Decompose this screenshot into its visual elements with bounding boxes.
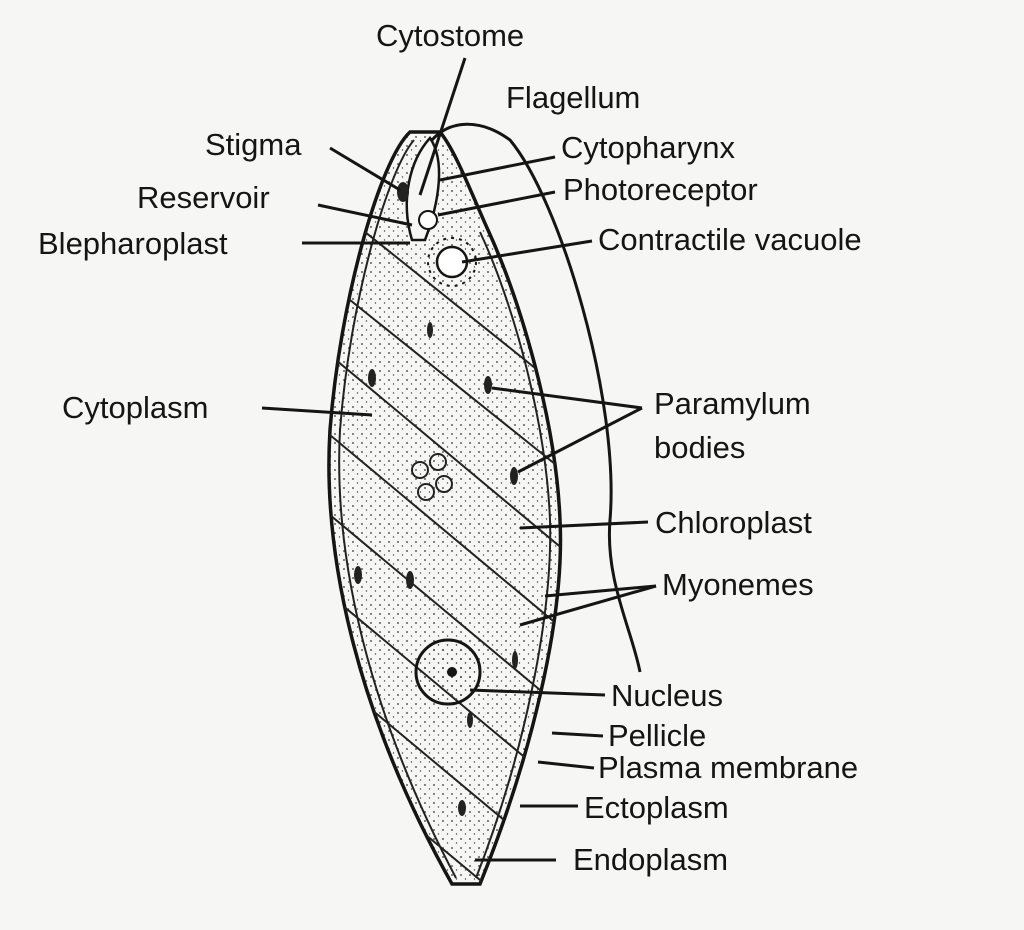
label-nucleus: Nucleus	[611, 678, 723, 713]
stigma-shape	[397, 182, 409, 202]
label-pellicle: Pellicle	[608, 718, 706, 753]
label-chloroplast: Chloroplast	[655, 505, 812, 540]
label-cytopharynx: Cytopharynx	[561, 130, 736, 165]
label-endoplasm: Endoplasm	[573, 842, 728, 877]
label-paramylum-bodies: bodies	[654, 430, 745, 465]
vacuole-ring	[427, 237, 477, 287]
label-paramylum: Paramylum	[654, 386, 811, 421]
golgi-cluster	[411, 453, 453, 501]
label-reservoir: Reservoir	[137, 180, 270, 215]
label-photoreceptor: Photoreceptor	[563, 172, 758, 207]
photoreceptor-shape	[418, 210, 438, 230]
label-stigma: Stigma	[205, 127, 302, 162]
label-blepharoplast: Blepharoplast	[38, 226, 228, 261]
leader-lines	[261, 57, 657, 862]
paramylum-bodies	[354, 322, 518, 816]
label-plasma-membrane: Plasma membrane	[598, 750, 858, 785]
label-flagellum: Flagellum	[506, 80, 640, 115]
label-cytoplasm: Cytoplasm	[62, 390, 208, 425]
label-myonemes: Myonemes	[662, 567, 814, 602]
label-contractile-vacuole: Contractile vacuole	[598, 222, 862, 257]
label-cytostome: Cytostome	[376, 18, 524, 53]
flagellum-shape	[430, 122, 642, 673]
euglena-body	[327, 130, 563, 886]
label-ectoplasm: Ectoplasm	[584, 790, 729, 825]
nucleolus-shape	[447, 667, 457, 677]
